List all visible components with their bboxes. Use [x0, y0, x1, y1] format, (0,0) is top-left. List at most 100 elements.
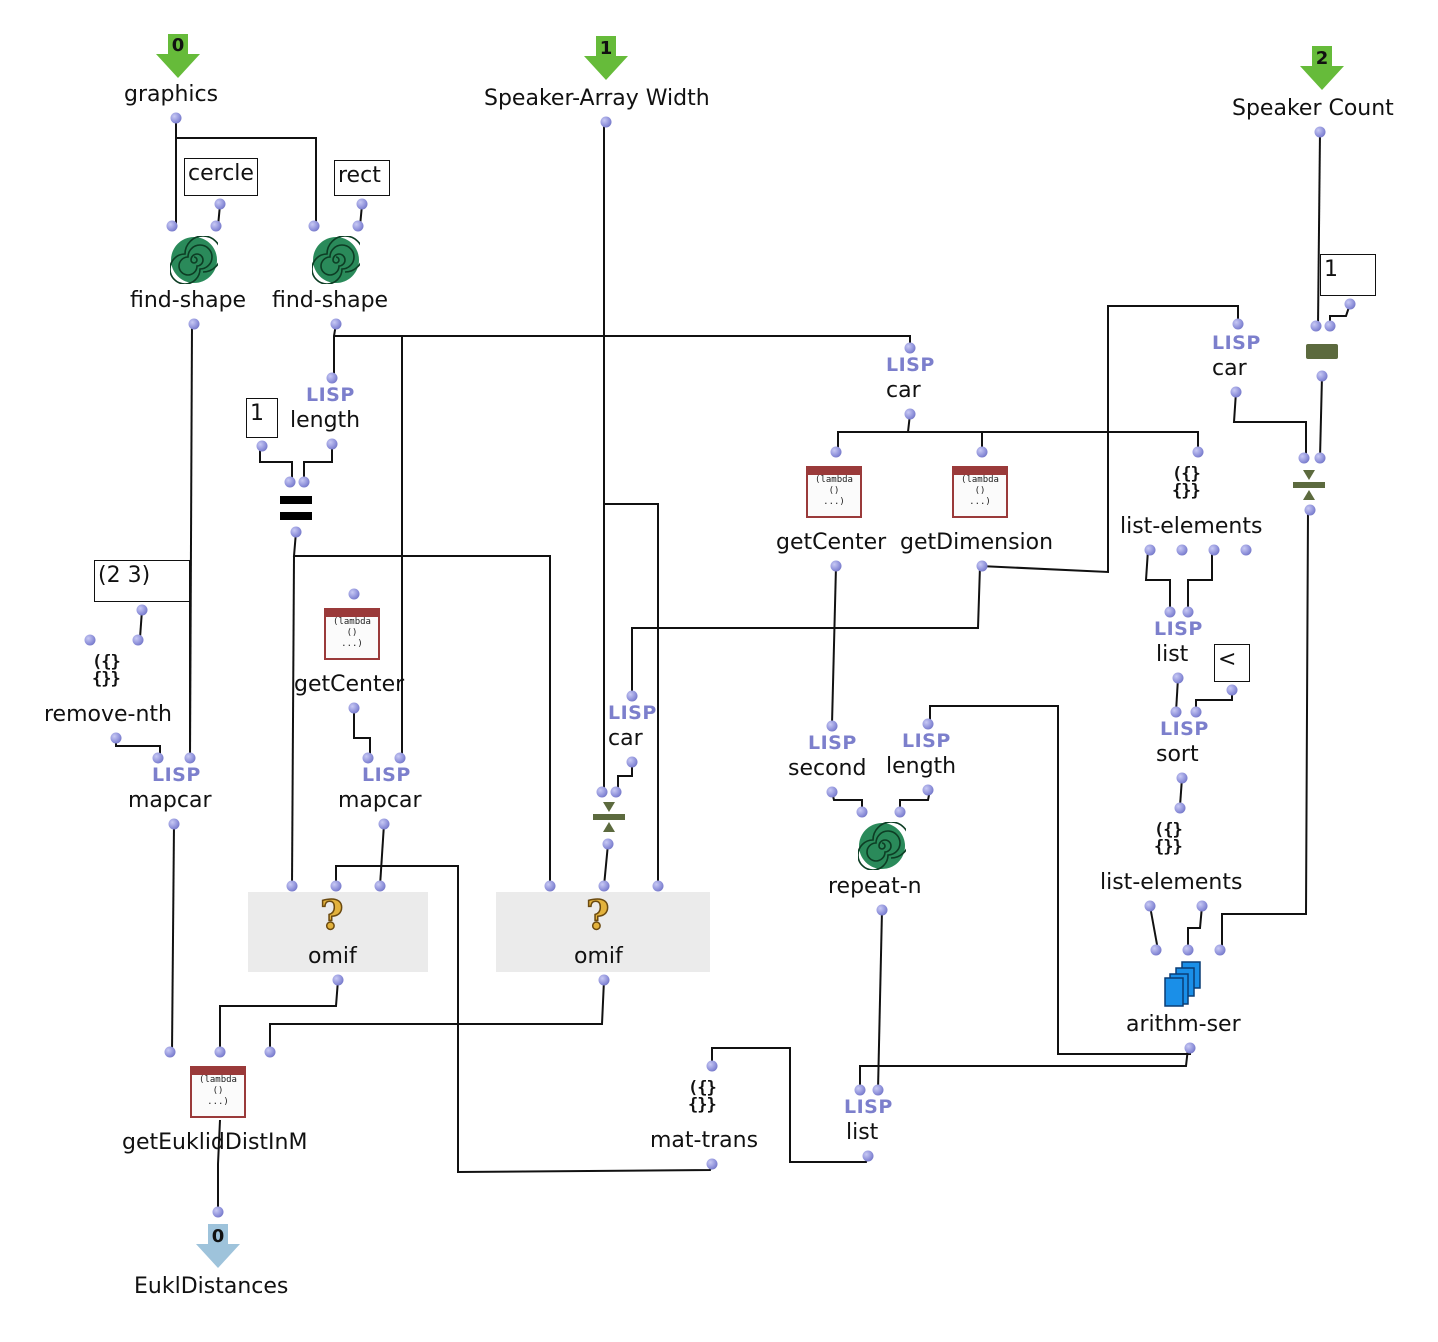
output-port[interactable]: [1304, 504, 1316, 516]
output-port[interactable]: [1240, 544, 1252, 556]
value-box-one-a[interactable]: 1: [1320, 254, 1376, 296]
divide-icon[interactable]: [592, 800, 626, 834]
input-port[interactable]: [894, 806, 906, 818]
input-port[interactable]: [298, 476, 310, 488]
input-port[interactable]: [1192, 446, 1204, 458]
value-box-one-b[interactable]: 1: [246, 398, 278, 438]
output-port[interactable]: [1144, 544, 1156, 556]
value-box-cercle[interactable]: cercle: [184, 158, 258, 196]
input-port[interactable]: [1190, 706, 1202, 718]
output-port[interactable]: [876, 904, 888, 916]
spiral-icon[interactable]: [312, 236, 360, 284]
output-port[interactable]: [922, 784, 934, 796]
input-port[interactable]: [362, 752, 374, 764]
output-port[interactable]: [326, 438, 338, 450]
input-port[interactable]: [626, 690, 638, 702]
output-port[interactable]: [330, 318, 342, 330]
input-port[interactable]: [652, 880, 664, 892]
input-arrow-graphics[interactable]: 0: [156, 34, 200, 78]
input-port[interactable]: [544, 880, 556, 892]
input-port[interactable]: [152, 752, 164, 764]
value-box-remove-list[interactable]: (2 3): [94, 560, 190, 602]
output-port[interactable]: [256, 440, 268, 452]
input-port[interactable]: [854, 1084, 866, 1096]
output-port[interactable]: [136, 604, 148, 616]
output-port[interactable]: [598, 974, 610, 986]
input-arrow-speaker-count[interactable]: 2: [1300, 46, 1344, 90]
output-port[interactable]: [1208, 544, 1220, 556]
output-port[interactable]: [1314, 126, 1326, 138]
input-port[interactable]: [596, 786, 608, 798]
input-port[interactable]: [922, 718, 934, 730]
input-port[interactable]: [872, 1084, 884, 1096]
input-port[interactable]: [1174, 802, 1186, 814]
input-arrow-speaker-array-width[interactable]: 1: [584, 36, 628, 80]
input-port[interactable]: [1170, 706, 1182, 718]
value-box-less[interactable]: <: [1214, 644, 1250, 682]
output-port[interactable]: [1184, 1042, 1196, 1054]
lambda-icon[interactable]: (lambda () ...): [952, 466, 1008, 518]
output-port[interactable]: [188, 318, 200, 330]
braces-icon[interactable]: ({} {}}: [1172, 466, 1201, 500]
braces-icon[interactable]: ({} {}}: [1154, 822, 1183, 856]
input-port[interactable]: [830, 446, 842, 458]
output-port[interactable]: [976, 560, 988, 572]
output-port[interactable]: [212, 1206, 224, 1218]
spiral-icon[interactable]: [170, 236, 218, 284]
lambda-icon[interactable]: (lambda () ...): [190, 1066, 246, 1118]
input-port[interactable]: [84, 634, 96, 646]
output-arrow-eukldistances[interactable]: 0: [196, 1224, 240, 1268]
arithm-series-icon[interactable]: [1164, 958, 1210, 1008]
input-port[interactable]: [976, 446, 988, 458]
output-port[interactable]: [706, 1158, 718, 1170]
input-port[interactable]: [1298, 452, 1310, 464]
output-port[interactable]: [348, 702, 360, 714]
input-port[interactable]: [1182, 606, 1194, 618]
divide-icon[interactable]: [1292, 468, 1326, 502]
output-port[interactable]: [1226, 684, 1238, 696]
output-port[interactable]: [862, 1150, 874, 1162]
lambda-icon[interactable]: (lambda () ...): [806, 466, 862, 518]
input-port[interactable]: [856, 806, 868, 818]
braces-icon[interactable]: ({} {}}: [688, 1080, 717, 1114]
input-port[interactable]: [1314, 452, 1326, 464]
omif-box[interactable]: [496, 892, 710, 972]
output-port[interactable]: [904, 408, 916, 420]
output-port[interactable]: [170, 112, 182, 124]
spiral-icon[interactable]: [858, 822, 906, 870]
output-port[interactable]: [378, 818, 390, 830]
input-port[interactable]: [210, 220, 222, 232]
input-port[interactable]: [1310, 320, 1322, 332]
output-port[interactable]: [168, 818, 180, 830]
input-port[interactable]: [394, 752, 406, 764]
input-port[interactable]: [330, 880, 342, 892]
input-port[interactable]: [308, 220, 320, 232]
input-port[interactable]: [284, 476, 296, 488]
omif-box[interactable]: [248, 892, 428, 972]
input-port[interactable]: [598, 880, 610, 892]
input-port[interactable]: [184, 752, 196, 764]
output-port[interactable]: [1344, 298, 1356, 310]
input-port[interactable]: [1324, 320, 1336, 332]
input-port[interactable]: [132, 634, 144, 646]
input-port[interactable]: [826, 720, 838, 732]
lambda-icon[interactable]: (lambda () ...): [324, 608, 380, 660]
output-port[interactable]: [1176, 544, 1188, 556]
output-port[interactable]: [1196, 900, 1208, 912]
input-port[interactable]: [214, 1046, 226, 1058]
input-port[interactable]: [164, 1046, 176, 1058]
input-port[interactable]: [1164, 606, 1176, 618]
input-port[interactable]: [706, 1060, 718, 1072]
output-port[interactable]: [626, 756, 638, 768]
output-port[interactable]: [332, 974, 344, 986]
input-port[interactable]: [352, 220, 364, 232]
value-box-rect[interactable]: rect: [334, 160, 390, 196]
input-port[interactable]: [374, 880, 386, 892]
input-port[interactable]: [326, 372, 338, 384]
output-port[interactable]: [830, 560, 842, 572]
input-port[interactable]: [286, 880, 298, 892]
output-port[interactable]: [214, 198, 226, 210]
output-port[interactable]: [1176, 772, 1188, 784]
input-port[interactable]: [610, 786, 622, 798]
output-port[interactable]: [1172, 672, 1184, 684]
